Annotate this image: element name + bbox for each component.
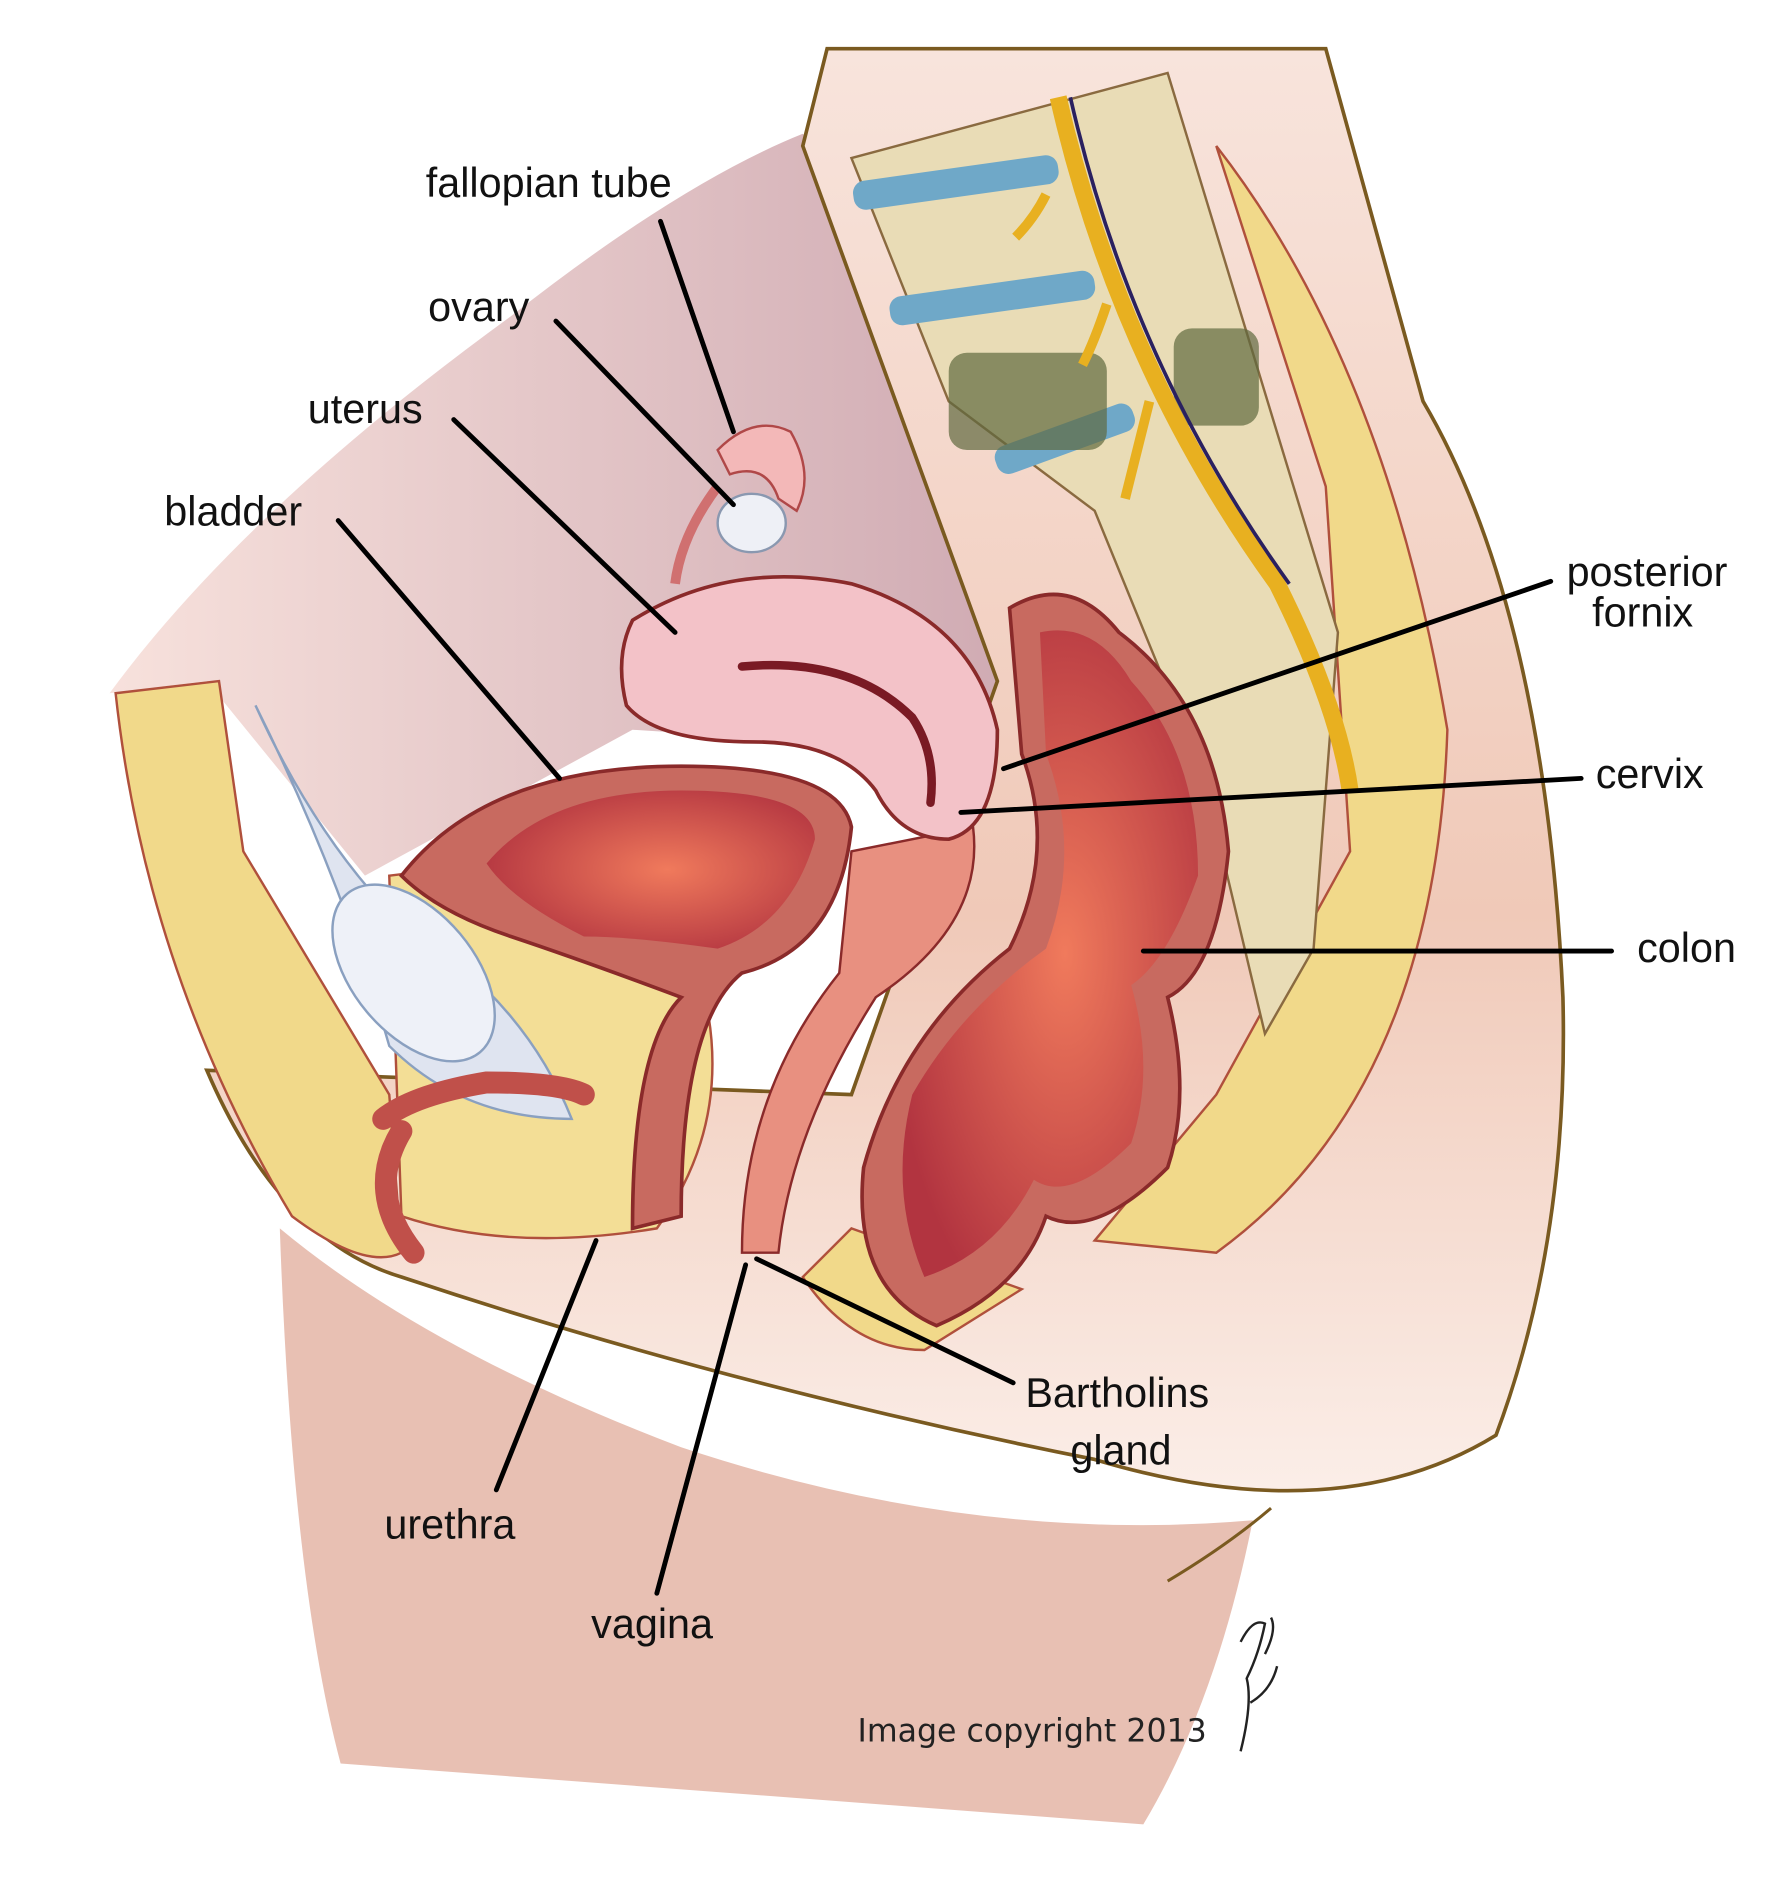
label-fallopian-tube: fallopian tube <box>426 160 672 206</box>
ovary-and-fallopian-tube <box>670 424 806 585</box>
label-uterus: uterus <box>308 386 423 432</box>
copyright-notice: Image copyright 2013 <box>858 1714 1207 1750</box>
label-cervix: cervix <box>1596 751 1704 797</box>
label-bartholins-line2: gland <box>1070 1427 1171 1473</box>
leader-lines <box>335 218 1614 1596</box>
fat-tissue <box>114 145 1449 1352</box>
label-posterior-fornix-line2: fornix <box>1592 589 1693 635</box>
uterus <box>619 575 1000 842</box>
pubic-bone <box>254 704 574 1121</box>
colon <box>860 592 1231 1328</box>
label-vagina: vagina <box>591 1601 713 1647</box>
label-urethra: urethra <box>384 1502 515 1548</box>
artist-signature <box>1239 1617 1279 1752</box>
label-bladder: bladder <box>164 488 302 534</box>
vagina <box>740 825 976 1254</box>
label-colon: colon <box>1637 925 1736 971</box>
label-posterior-fornix-line1: posterior <box>1567 549 1728 595</box>
bladder <box>372 764 854 1264</box>
label-bartholins-line1: Bartholins <box>1025 1370 1209 1416</box>
label-ovary: ovary <box>428 284 529 330</box>
